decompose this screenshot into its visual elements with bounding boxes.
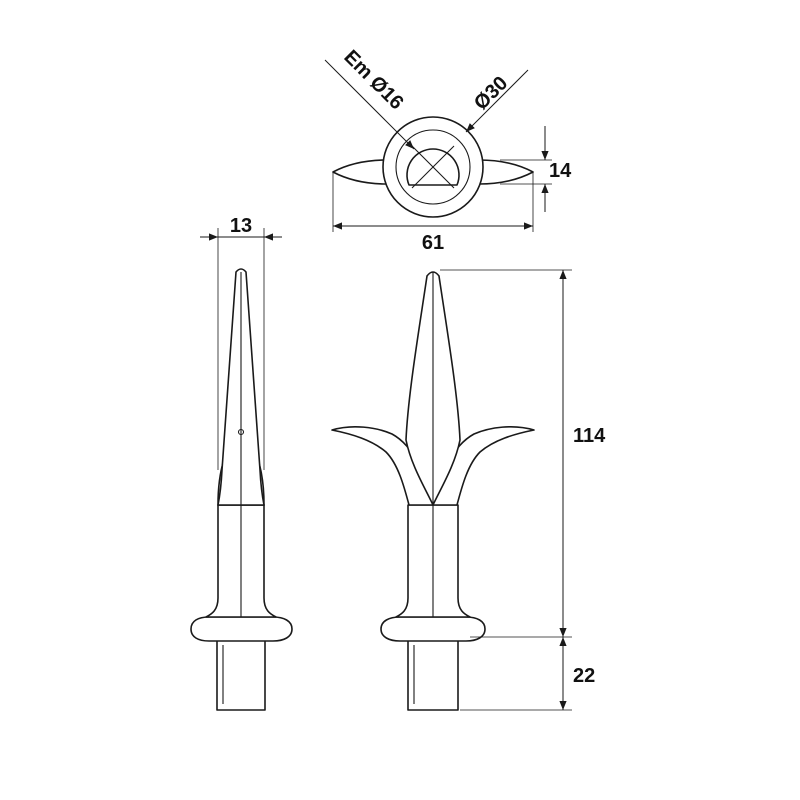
top-view-left-blade: [332, 159, 388, 185]
dim-61: 61: [332, 172, 534, 254]
front-view-collar: [380, 616, 486, 642]
dim-label-61: 61: [422, 232, 444, 254]
dim-ring30: Ø30: [465, 69, 529, 133]
dim-114: 114: [440, 269, 606, 638]
dim-label-ring30: Ø30: [470, 72, 512, 114]
side-view-spigot: [216, 636, 266, 711]
front-view: [331, 271, 535, 711]
dim-label-14: 14: [549, 160, 572, 182]
dim-label-114: 114: [573, 425, 606, 447]
dim-13: 13: [200, 215, 282, 470]
top-view-cross-line-b: [411, 145, 455, 189]
top-view-inner-ring: [395, 129, 471, 205]
dim-22: 22: [460, 637, 595, 711]
top-view-right-blade: [478, 159, 534, 185]
dim-label-em16: Em Ø16: [339, 46, 407, 114]
front-view-spigot: [407, 636, 459, 711]
side-view: [190, 268, 293, 711]
top-view: [332, 116, 534, 218]
dim-14: 14: [500, 126, 572, 212]
dim-label-13: 13: [230, 215, 252, 237]
dim-label-22: 22: [573, 665, 595, 687]
side-view-collar: [190, 616, 293, 642]
